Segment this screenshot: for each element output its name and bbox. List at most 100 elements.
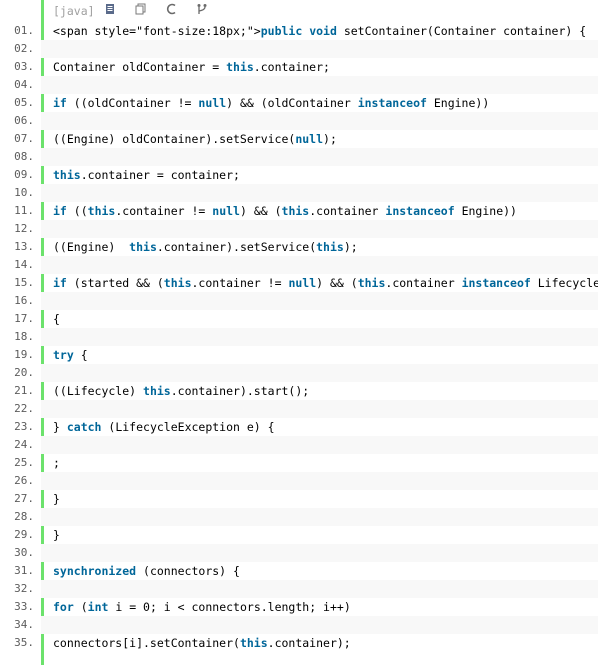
keyword-token: this xyxy=(239,636,268,650)
keyword-token: try xyxy=(53,348,74,362)
line-number: 33. xyxy=(0,598,41,616)
line-number: 11. xyxy=(0,202,41,220)
code-token: ((Lifecycle) xyxy=(53,384,144,398)
code-token: .container = container; xyxy=(80,168,240,182)
keyword-token: null xyxy=(295,132,324,146)
code-token: .container xyxy=(385,276,462,290)
line-number: 16. xyxy=(0,292,41,310)
line-number: 35. xyxy=(0,634,41,652)
line-number: 28. xyxy=(0,508,41,526)
code-line: 27.} xyxy=(0,490,598,508)
code-text: this.container = container; xyxy=(53,166,240,184)
code-token: ((Engine) oldContainer).setService( xyxy=(53,132,296,146)
line-number: 09. xyxy=(0,166,41,184)
code-token: } xyxy=(53,420,67,434)
code-token: ( xyxy=(73,600,88,614)
code-text: ((Engine) this.container).setService(thi… xyxy=(53,238,358,256)
keyword-token: if xyxy=(53,204,67,218)
line-number: 04. xyxy=(0,76,41,94)
line-number: 25. xyxy=(0,454,41,472)
keyword-token: this xyxy=(357,276,386,290)
line-number: 24. xyxy=(0,436,41,454)
code-line: 12. xyxy=(0,220,598,238)
code-text: if ((this.container != null) && (this.co… xyxy=(53,202,517,220)
code-line: 21. ((Lifecycle) this.container).start(); xyxy=(0,382,598,400)
keyword-token: int xyxy=(87,600,109,614)
code-line: 35. connectors[i].setContainer(this.conta… xyxy=(0,634,598,652)
code-token: Container oldContainer = xyxy=(53,60,227,74)
code-token: .container).start(); xyxy=(170,384,310,398)
code-line: 25.; xyxy=(0,454,598,472)
code-line: 18. xyxy=(0,328,598,346)
line-number: 17. xyxy=(0,310,41,328)
keyword-token: this xyxy=(163,276,192,290)
code-token: .container != xyxy=(191,276,289,290)
code-line: 04. xyxy=(0,76,598,94)
code-icon[interactable] xyxy=(165,3,179,17)
view-source-icon[interactable] xyxy=(103,3,117,17)
keyword-token: void xyxy=(309,24,337,38)
code-line: 07.((Engine) oldContainer).setService(nu… xyxy=(0,130,598,148)
code-line: 22. xyxy=(0,400,598,418)
code-text: ((Lifecycle) this.container).start(); xyxy=(53,382,309,400)
code-token: Lifecycle)) xyxy=(537,276,598,290)
keyword-token: instanceof xyxy=(385,204,455,218)
fork-icon[interactable] xyxy=(195,3,209,17)
code-line: 23.} catch (LifecycleException e) { xyxy=(0,418,598,436)
code-token: ) && (oldContainer xyxy=(226,96,358,110)
line-number: 18. xyxy=(0,328,41,346)
code-token: .container; xyxy=(253,60,330,74)
code-line: 29.} xyxy=(0,526,598,544)
keyword-token: null xyxy=(212,204,240,218)
code-token: Engine)) xyxy=(426,96,490,110)
code-token: } xyxy=(53,528,60,542)
code-text: } catch (LifecycleException e) { xyxy=(53,418,275,436)
keyword-token: this xyxy=(129,240,157,254)
code-line: 15.if (started && (this.container != nul… xyxy=(0,274,598,292)
line-number: 14. xyxy=(0,256,41,274)
code-token: ) && ( xyxy=(316,276,358,290)
line-number: 21. xyxy=(0,382,41,400)
keyword-token: this xyxy=(143,384,171,398)
code-line: 30. xyxy=(0,544,598,562)
line-number: 27. xyxy=(0,490,41,508)
code-text: ; xyxy=(53,454,60,472)
code-line: 34. xyxy=(0,616,598,634)
code-line: 20. xyxy=(0,364,598,382)
copy-icon[interactable] xyxy=(134,3,148,17)
code-token: ((oldContainer != xyxy=(66,96,199,110)
code-token: (LifecycleException e) { xyxy=(101,420,275,434)
code-line: 09. this.container = container; xyxy=(0,166,598,184)
line-number: 06. xyxy=(0,112,41,130)
line-number: 15. xyxy=(0,274,41,292)
line-number: 29. xyxy=(0,526,41,544)
language-label: [java] xyxy=(53,4,95,18)
keyword-token: this xyxy=(316,240,344,254)
keyword-token: synchronized xyxy=(53,564,137,578)
line-number: 19. xyxy=(0,346,41,364)
keyword-token: null xyxy=(198,96,227,110)
code-text: { xyxy=(53,310,60,328)
code-text: connectors[i].setContainer(this.containe… xyxy=(53,634,351,652)
line-number: 32. xyxy=(0,580,41,598)
line-number: 05. xyxy=(0,94,41,112)
keyword-token: public xyxy=(260,24,303,38)
code-line: 13. ((Engine) this.container).setService(… xyxy=(0,238,598,256)
line-number: 10. xyxy=(0,184,41,202)
keyword-token: instanceof xyxy=(461,276,531,290)
code-token: { xyxy=(53,312,60,326)
keyword-token: this xyxy=(53,168,81,182)
code-token: (( xyxy=(66,204,88,218)
code-text: synchronized (connectors) { xyxy=(53,562,240,580)
code-token: ) && ( xyxy=(239,204,282,218)
code-token: .container xyxy=(309,204,386,218)
code-token: } xyxy=(53,492,60,506)
code-token: setContainer(Container container) { xyxy=(336,24,587,38)
line-number: 13. xyxy=(0,238,41,256)
code-token: (started && ( xyxy=(66,276,164,290)
code-lines: 01.<span style="font-size:18px;">public … xyxy=(0,22,598,652)
code-token: (connectors) { xyxy=(136,564,240,578)
code-token: <span style="font-size:18px;"> xyxy=(53,24,261,38)
keyword-token: for xyxy=(53,600,74,614)
keyword-token: if xyxy=(53,96,67,110)
